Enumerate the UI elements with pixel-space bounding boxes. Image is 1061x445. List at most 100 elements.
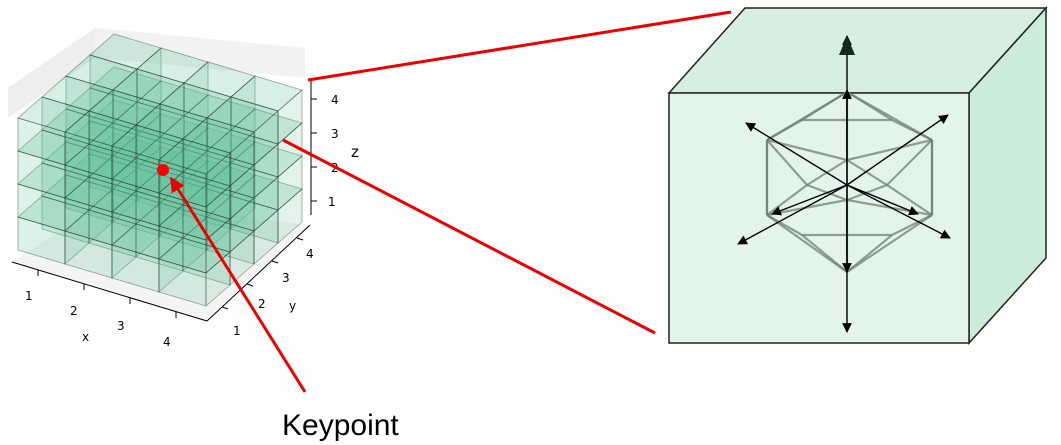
voxel-face xyxy=(111,124,137,180)
zoom-connector-top xyxy=(307,10,732,82)
voxel-face xyxy=(41,129,90,178)
voxel-cube xyxy=(89,66,162,136)
voxel-face xyxy=(206,162,279,199)
icosahedron-edge xyxy=(846,214,933,273)
voxel-cube xyxy=(41,108,114,178)
voxel-face xyxy=(277,122,303,178)
voxel-face xyxy=(88,89,161,126)
voxel-cube xyxy=(89,132,162,202)
icosahedron-edge xyxy=(886,184,933,216)
voxel-face xyxy=(183,94,256,131)
voxel-face xyxy=(159,115,185,171)
voxel-face xyxy=(183,61,256,98)
voxel-cube xyxy=(17,195,90,265)
voxel-face xyxy=(183,148,232,197)
voxel-cube xyxy=(17,162,90,232)
voxel-face xyxy=(182,117,255,154)
voxel-face xyxy=(230,75,303,112)
voxel-face xyxy=(135,136,161,192)
voxel-cube xyxy=(230,108,303,178)
voxel-cube xyxy=(88,155,161,225)
voxel-face xyxy=(182,150,255,187)
voxel-face xyxy=(111,244,160,293)
direction-arrows xyxy=(737,35,951,333)
voxel-face xyxy=(253,143,279,199)
voxel-cube xyxy=(230,141,303,211)
voxel-cube xyxy=(182,216,255,286)
voxel-face xyxy=(65,54,138,91)
voxel-face xyxy=(135,103,161,159)
voxel-face xyxy=(159,136,208,185)
voxel-face xyxy=(183,127,209,183)
voxel-face xyxy=(230,174,256,230)
icosahedron-edge xyxy=(846,91,933,141)
voxel-face xyxy=(136,113,162,169)
voxel-face xyxy=(64,110,90,166)
voxel-face xyxy=(88,110,137,159)
voxel-face xyxy=(230,75,256,131)
y-tick-label: 3 xyxy=(282,271,290,285)
voxel-face xyxy=(183,160,256,197)
voxel-face xyxy=(111,190,184,227)
voxel-face xyxy=(88,89,114,145)
x-tick-label: 1 xyxy=(25,289,33,303)
voxel-face xyxy=(64,209,137,246)
voxel-cube xyxy=(182,117,255,187)
voxel-cube xyxy=(206,96,279,166)
voxel-face xyxy=(158,237,231,274)
voxel-cube xyxy=(64,176,137,246)
voxel-face xyxy=(206,183,255,232)
voxel-face xyxy=(158,204,231,241)
voxel-face xyxy=(135,223,184,272)
voxel-face xyxy=(112,134,138,190)
x-axis-line xyxy=(11,261,208,322)
voxel-cube xyxy=(136,113,209,183)
voxel-face xyxy=(17,216,66,265)
voxel-face xyxy=(64,230,113,279)
voxel-face xyxy=(111,157,137,213)
voxel-face xyxy=(89,120,138,169)
voxel-face xyxy=(64,131,113,180)
voxel-cube xyxy=(135,202,208,272)
voxel-face xyxy=(206,96,279,133)
voxel-face xyxy=(41,96,90,145)
voxel-face xyxy=(65,141,114,190)
voxel-face xyxy=(182,216,208,272)
voxel-cube xyxy=(112,101,185,171)
voxel-face xyxy=(65,75,114,124)
voxel-face xyxy=(88,122,114,178)
voxel-face xyxy=(112,122,161,171)
voxel-face xyxy=(88,122,161,159)
voxel-face xyxy=(205,251,231,307)
voxel-face xyxy=(64,143,137,180)
voxel-face xyxy=(158,192,207,241)
voxel-face xyxy=(17,117,66,166)
voxel-cube xyxy=(183,127,256,197)
voxel-face xyxy=(17,162,90,199)
voxel-face xyxy=(182,183,255,220)
voxel-face xyxy=(135,202,208,239)
voxel-face xyxy=(64,176,137,213)
voxel-face xyxy=(89,33,162,70)
voxel-face xyxy=(64,197,113,246)
voxel-face xyxy=(206,129,279,166)
voxel-face xyxy=(158,138,231,175)
voxel-face xyxy=(89,54,138,103)
voxel-cube xyxy=(136,80,209,150)
direction-arrow xyxy=(745,122,848,186)
axes-back-pane-left xyxy=(8,28,95,118)
voxel-face xyxy=(112,167,138,223)
voxel-face xyxy=(230,174,303,211)
voxel-cube xyxy=(230,174,303,244)
voxel-cube xyxy=(88,188,161,258)
voxel-face xyxy=(17,195,90,232)
voxel-face xyxy=(158,258,207,307)
voxel-face xyxy=(206,195,232,251)
voxel-face xyxy=(112,101,138,157)
voxel-face xyxy=(136,101,185,150)
voxel-cube xyxy=(183,61,256,131)
voxel-cube xyxy=(88,122,161,192)
voxel-cube xyxy=(206,162,279,232)
voxel-face xyxy=(41,174,114,211)
